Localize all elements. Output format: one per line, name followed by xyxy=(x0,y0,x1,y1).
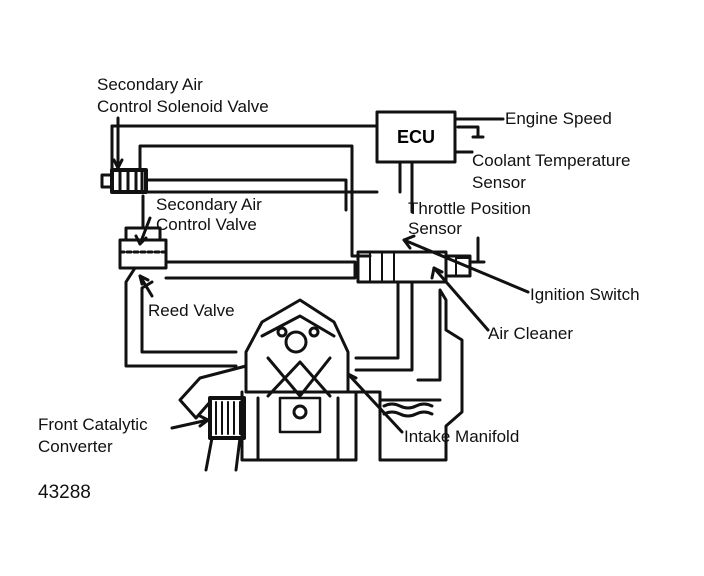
reed-valve-pipe xyxy=(124,266,238,368)
ignition-leader xyxy=(402,238,530,294)
intake-manifold-label: Intake Manifold xyxy=(404,427,520,446)
catalytic-label-line1: Front Catalytic xyxy=(38,415,148,434)
sec-valve-leader xyxy=(138,216,152,246)
coolant-label-line2: Sensor xyxy=(472,173,526,192)
catalytic-label-line2: Converter xyxy=(38,437,113,456)
coolant-label-line1: Coolant Temperature xyxy=(472,151,631,170)
ground-wire xyxy=(456,125,480,139)
air-cleaner-body xyxy=(356,250,448,284)
engine-head xyxy=(244,298,350,394)
air-cleaner-label: Air Cleaner xyxy=(488,324,574,343)
sec-valve-label-line2: Control Valve xyxy=(156,215,257,234)
catalytic-converter xyxy=(208,396,246,440)
exhaust-pipe xyxy=(178,364,248,420)
sec-valve-label-line1: Secondary Air xyxy=(156,195,262,214)
throttle-label-line1: Throttle Position xyxy=(408,199,531,218)
intake-manifold xyxy=(346,288,464,462)
solenoid-label-line1: Secondary Air xyxy=(97,75,203,94)
air-cleaner-leader xyxy=(432,266,490,332)
secondary-air-control-valve xyxy=(118,238,168,270)
catalytic-leader xyxy=(170,418,210,430)
figure-number: 43288 xyxy=(38,482,91,503)
ecu-label: ECU xyxy=(397,127,435,147)
vacuum-hose xyxy=(138,144,372,258)
ecu-box xyxy=(375,110,457,164)
throttle-label-line2: Sensor xyxy=(408,219,462,238)
solenoid-label-line2: Control Solenoid Valve xyxy=(97,97,269,116)
ignition-label: Ignition Switch xyxy=(530,285,640,304)
engine-speed-label: Engine Speed xyxy=(505,109,612,128)
air-duct xyxy=(164,260,357,280)
ecu-to-valve-wire xyxy=(140,170,379,194)
reed-valve-label: Reed Valve xyxy=(148,301,235,320)
intake-leader xyxy=(346,372,404,434)
